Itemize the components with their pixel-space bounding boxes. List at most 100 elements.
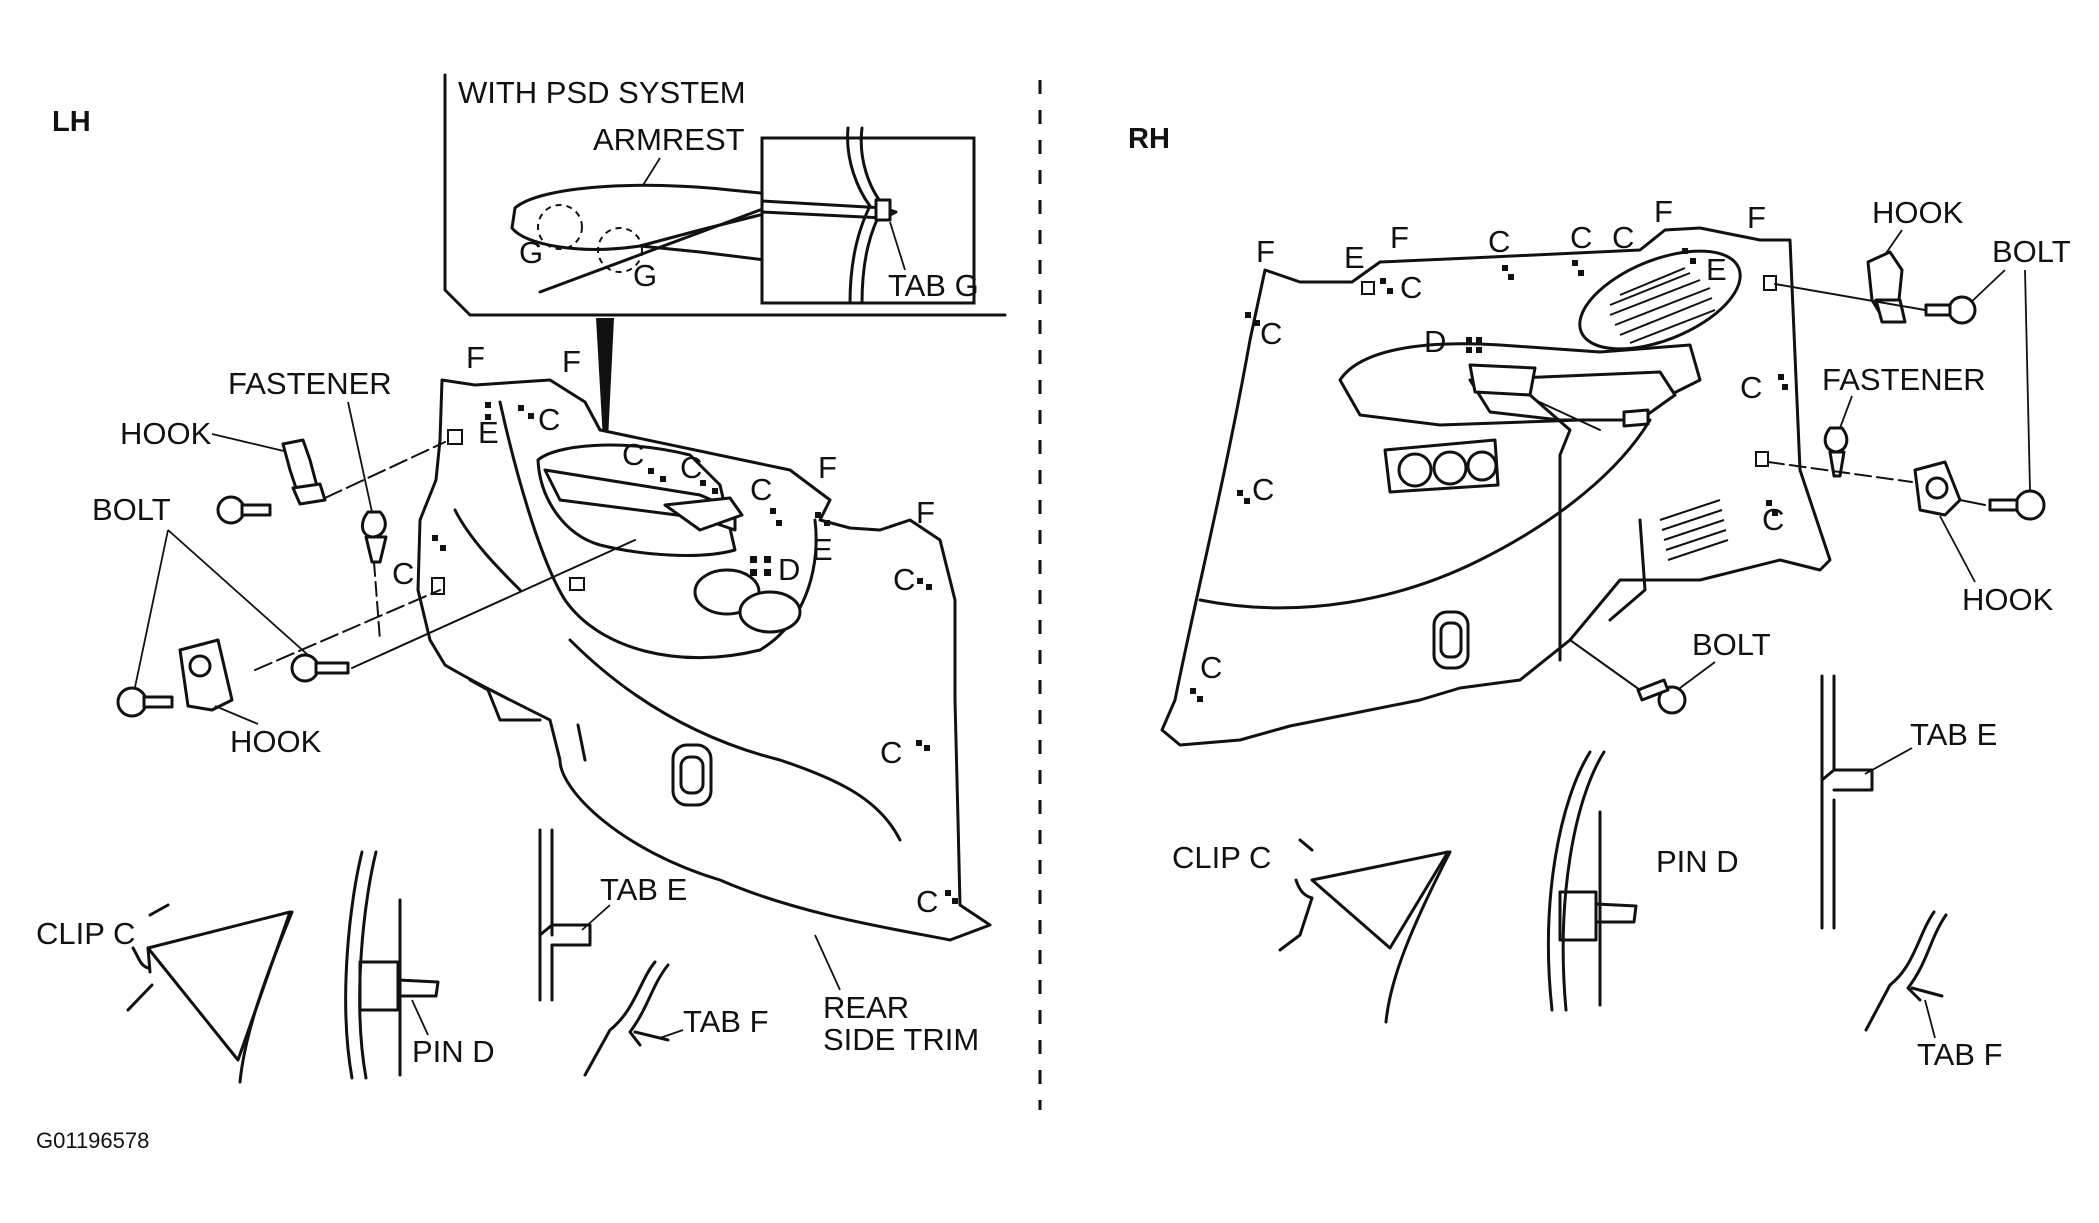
lh-slot-line bbox=[576, 723, 587, 762]
rh-fastener-label: FASTENER bbox=[1822, 362, 1986, 397]
rh-bolt-top-icon bbox=[1947, 295, 1977, 325]
lh-hook-label-bottom: HOOK bbox=[230, 724, 322, 759]
rh-tab-f-label: TAB F bbox=[1917, 1037, 2003, 1072]
rh-bolt-right-shank bbox=[1988, 498, 2019, 512]
lh-lower-step bbox=[468, 678, 542, 722]
rh-label-e-2: E bbox=[1706, 252, 1727, 287]
g-label-1: G bbox=[519, 235, 543, 270]
rh-cup-1 bbox=[1397, 452, 1433, 488]
lh-armrest-tip bbox=[663, 496, 744, 532]
lh-rear-label: REAR bbox=[823, 990, 909, 1025]
rh-hook-leader-bottom bbox=[1939, 515, 1976, 583]
rh-pin-d-shank bbox=[1594, 902, 1638, 924]
lh-label-c-5: C bbox=[893, 562, 915, 597]
rh-armrest-support bbox=[1528, 393, 1572, 662]
rh-bolt-right-icon bbox=[2014, 489, 2046, 521]
lh-bolt-mid-shank bbox=[314, 661, 350, 675]
lh-tab-f-shape bbox=[583, 960, 670, 1077]
lh-clip-c-panel bbox=[238, 910, 294, 1084]
rh-clip-c-nib bbox=[1294, 878, 1314, 900]
lh-pin-d-body bbox=[358, 960, 400, 1012]
lh-label-f-3: F bbox=[818, 450, 837, 485]
rh-label-f-2: F bbox=[1390, 220, 1409, 255]
lh-label-c-6: C bbox=[392, 556, 414, 591]
lh-clip-c-stem bbox=[146, 946, 152, 974]
lh-hook-top-foot bbox=[291, 482, 327, 506]
lh-hook-leader-bottom bbox=[214, 705, 259, 725]
rh-label-f-1: F bbox=[1256, 234, 1275, 269]
rh-tab-e-panel bbox=[1820, 674, 1836, 930]
rh-speaker-grille bbox=[1578, 249, 1742, 351]
tab-g-label: TAB G bbox=[888, 268, 979, 303]
figure-id: G01196578 bbox=[36, 1128, 149, 1153]
lh-heading: LH bbox=[52, 106, 91, 138]
lh-bolt-top-shank bbox=[240, 503, 272, 517]
rh-tab-e-shape bbox=[1820, 768, 1874, 792]
rh-label-c-5: C bbox=[1260, 316, 1282, 351]
rh-tab-f-shape bbox=[1864, 910, 1948, 1032]
rh-clip-c-panel bbox=[1384, 850, 1452, 1024]
rh-hook-label-top: HOOK bbox=[1872, 195, 1964, 230]
lh-lower-line bbox=[568, 638, 902, 842]
lh-rear-side-trim-leader bbox=[814, 934, 841, 991]
lh-clip-c-shape bbox=[146, 910, 292, 1062]
lh-tab-f-label: TAB F bbox=[683, 1004, 769, 1039]
rh-hook-bottom-ring bbox=[1925, 476, 1949, 500]
rh-armrest-pad bbox=[1468, 363, 1537, 397]
lh-bolt-leader-1 bbox=[133, 529, 169, 693]
lh-fastener-label: FASTENER bbox=[228, 366, 392, 401]
rh-bolt-bottom-shank bbox=[1636, 678, 1670, 702]
armrest-section-line bbox=[538, 208, 762, 294]
rh-label-c-2: C bbox=[1488, 224, 1510, 259]
rh-assembly-line-2 bbox=[1767, 461, 1913, 483]
rh-label-c-9: C bbox=[1200, 650, 1222, 685]
rh-label-c-7: C bbox=[1252, 472, 1274, 507]
rh-panel: RH bbox=[1128, 123, 2071, 1072]
rh-hook-label-bottom: HOOK bbox=[1962, 582, 2054, 617]
lh-label-d: D bbox=[778, 552, 800, 587]
lh-pin-d-leader bbox=[411, 999, 429, 1036]
lh-tab-f-foot bbox=[633, 1030, 670, 1042]
rh-assembly-line-3 bbox=[1959, 499, 1986, 506]
lh-label-c-4: C bbox=[750, 472, 772, 507]
lh-clip-c-marks bbox=[126, 903, 170, 1012]
lh-label-c-8: C bbox=[916, 884, 938, 919]
lh-opening-line bbox=[453, 508, 522, 592]
rh-label-e-1: E bbox=[1344, 240, 1365, 275]
lh-label-f-2: F bbox=[562, 344, 581, 379]
rh-pin-d-body bbox=[1558, 890, 1598, 942]
rh-lower-vent bbox=[1659, 499, 1729, 561]
lh-label-e-2: E bbox=[812, 532, 833, 567]
tab-g-detail-box bbox=[760, 136, 976, 305]
rh-details: CLIP C PIN D TAB E TAB F bbox=[1172, 674, 2003, 1072]
rh-clip-c-shape bbox=[1310, 850, 1450, 950]
rh-contour-line bbox=[1198, 418, 1652, 610]
lh-bolt-bottom-icon bbox=[116, 686, 148, 718]
lh-tab-f-leader bbox=[659, 1029, 684, 1039]
lh-hook-leader-top bbox=[211, 433, 289, 453]
rh-clip-c-marks bbox=[1278, 838, 1314, 952]
cup-holder-2 bbox=[738, 590, 802, 634]
rh-bolt-bottom-leader bbox=[1679, 661, 1716, 689]
lh-bolt-bottom-shank bbox=[142, 695, 174, 709]
rh-label-d: D bbox=[1424, 324, 1446, 359]
rh-tab-e-label: TAB E bbox=[1910, 717, 1997, 752]
lh-bolt-top-icon bbox=[216, 495, 246, 525]
lh-tab-e-shape bbox=[538, 923, 592, 1002]
rh-bolt-bottom-icon bbox=[1657, 685, 1687, 715]
lh-fastener-head-icon bbox=[361, 510, 387, 539]
lh-hook-bottom-ring bbox=[188, 654, 212, 678]
rh-clip-marks bbox=[1190, 248, 1788, 702]
rh-tab-e-leader bbox=[1864, 747, 1913, 775]
rh-label-f-4: F bbox=[1747, 200, 1766, 235]
rh-pin-d-panel-inner bbox=[1561, 750, 1606, 1012]
rh-assembly-line-5 bbox=[1534, 399, 1601, 431]
rh-label-f-3: F bbox=[1654, 194, 1673, 229]
g-label-2: G bbox=[633, 258, 657, 293]
lh-hook-label-top: HOOK bbox=[120, 416, 212, 451]
lh-clip-c-label: CLIP C bbox=[36, 916, 135, 951]
lh-assembly-line-4 bbox=[373, 561, 381, 641]
lh-bolt-mid-icon bbox=[290, 653, 320, 683]
lh-clip-marks bbox=[431, 402, 958, 904]
rh-fastener-shank-icon bbox=[1828, 450, 1846, 478]
